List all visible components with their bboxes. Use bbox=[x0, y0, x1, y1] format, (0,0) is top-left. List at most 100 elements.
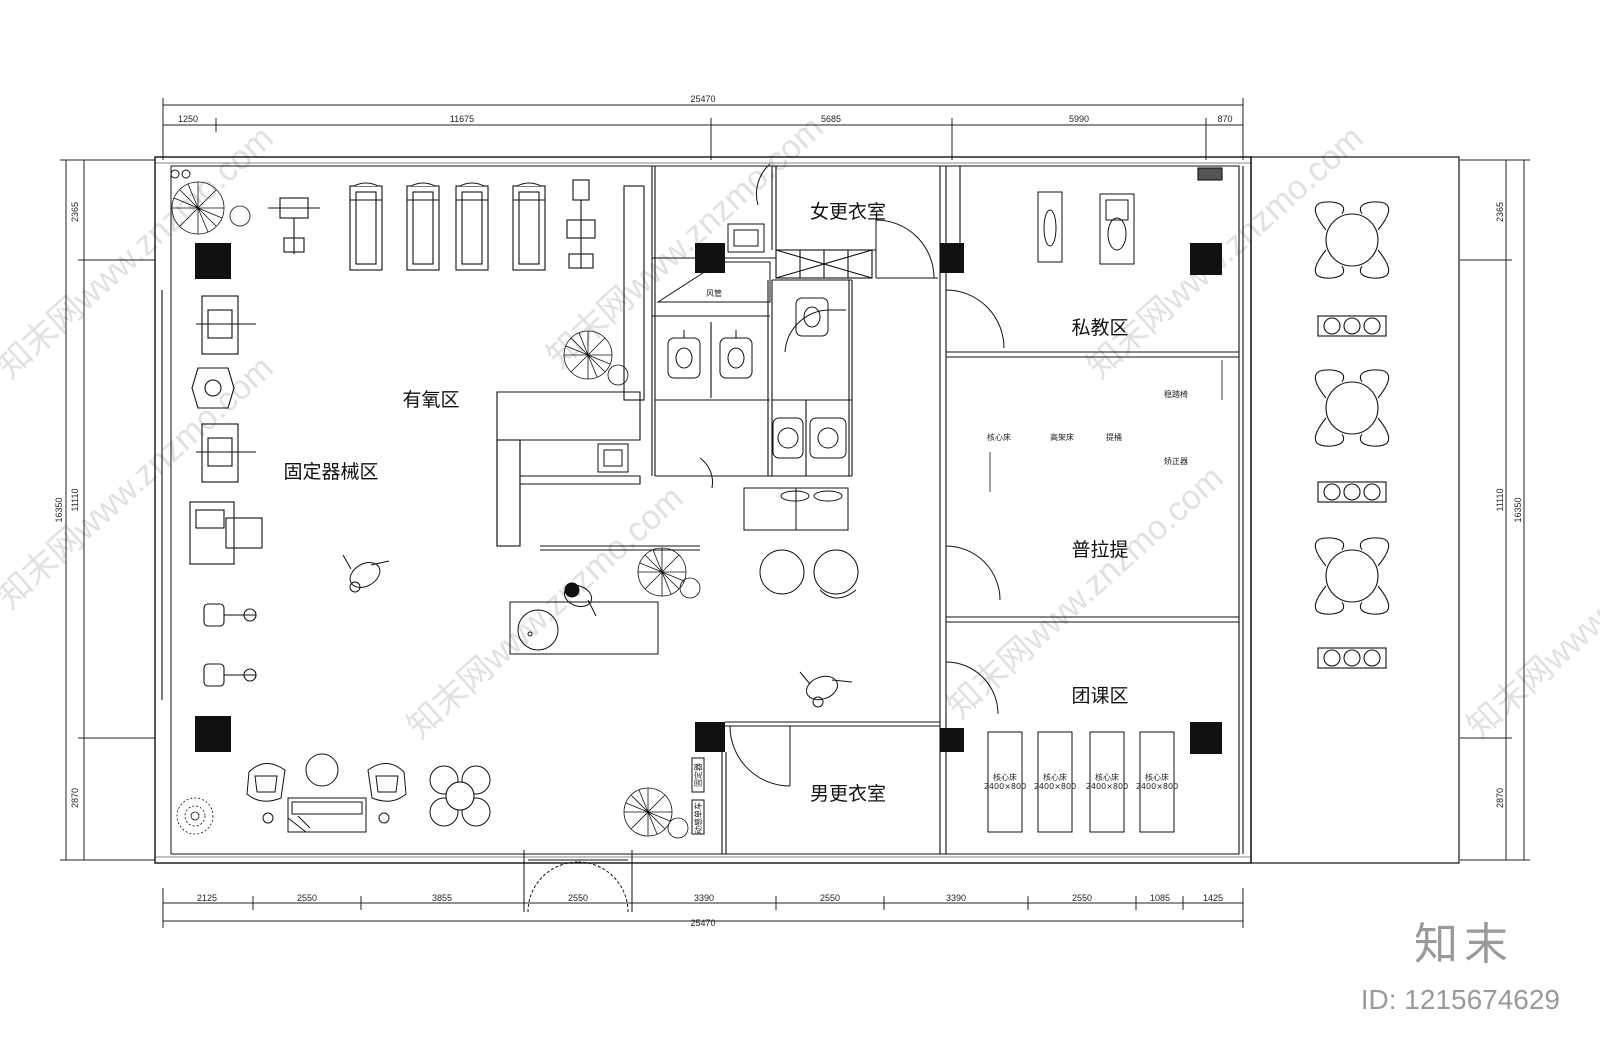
image-id-text: ID: 1215674629 bbox=[1360, 984, 1560, 1015]
door-swings bbox=[699, 163, 1005, 787]
dim-left-1: 2365 bbox=[70, 202, 80, 222]
right-dimensions bbox=[1460, 159, 1530, 861]
table-set-icon bbox=[1314, 201, 1390, 279]
mat-label: 核心床 bbox=[1095, 772, 1119, 782]
plant-icon bbox=[667, 817, 689, 839]
label-reformer: 矫正器 bbox=[1164, 456, 1188, 466]
gym-machine-icon bbox=[566, 179, 596, 269]
mat-icon bbox=[1089, 731, 1125, 833]
room-label-female-locker: 女更衣室 bbox=[810, 201, 886, 223]
dim-top-3: 5685 bbox=[821, 114, 841, 124]
dim-overall-bottom: 25470 bbox=[690, 918, 715, 928]
plant-icon bbox=[679, 577, 701, 599]
mat-icon bbox=[1037, 731, 1073, 833]
mat-label: 核心床 bbox=[1043, 772, 1067, 782]
entrance-door bbox=[523, 850, 633, 913]
table-set-icon bbox=[1314, 369, 1390, 447]
mat-size: 2400×800 bbox=[1136, 782, 1178, 791]
people bbox=[342, 554, 853, 708]
interior-walls bbox=[161, 166, 1244, 854]
label-barrel: 提桶 bbox=[1106, 432, 1122, 442]
structural-columns bbox=[195, 243, 1222, 754]
watermark: 知末网www.znzmo.com bbox=[400, 479, 691, 746]
room-label-private-training: 私教区 bbox=[1071, 317, 1128, 339]
label-core-bed: 核心床 bbox=[987, 432, 1011, 442]
dim-left-3: 2870 bbox=[70, 788, 80, 808]
watermark: 知末网www.znzmo.com bbox=[1080, 119, 1371, 386]
sofa-icon bbox=[287, 797, 367, 833]
dim-bottom-7: 3390 bbox=[946, 893, 966, 903]
locker-bench bbox=[691, 757, 705, 835]
dim-bottom-10: 1425 bbox=[1203, 893, 1223, 903]
plant-icon bbox=[623, 787, 673, 837]
gym-machine-icon bbox=[268, 197, 320, 254]
treadmills bbox=[349, 182, 546, 271]
toilet-icon bbox=[795, 297, 829, 337]
dim-right-3: 2870 bbox=[1495, 788, 1505, 808]
duct-icon bbox=[656, 261, 771, 303]
shrub-icon bbox=[176, 797, 214, 835]
round-table-icon bbox=[759, 549, 805, 595]
stool-icon bbox=[517, 609, 559, 651]
gym-machine-icon bbox=[196, 295, 256, 355]
dim-top-4: 5990 bbox=[1069, 114, 1089, 124]
dim-bottom-6: 2550 bbox=[820, 893, 840, 903]
plant-icon bbox=[171, 181, 225, 235]
armchair-icon bbox=[367, 763, 407, 802]
bench-icon bbox=[1037, 191, 1063, 263]
room-label-cardio: 有氧区 bbox=[402, 389, 459, 411]
dim-bottom-8: 2550 bbox=[1072, 893, 1092, 903]
top-dimensions bbox=[162, 98, 1244, 160]
planter-icon bbox=[1317, 481, 1387, 503]
mat-icon bbox=[987, 731, 1023, 833]
dim-top-2: 11675 bbox=[450, 114, 474, 124]
person-icon bbox=[563, 582, 597, 617]
mat-icon bbox=[1139, 731, 1175, 833]
watermark: 知末网www.znzmo.com bbox=[0, 349, 281, 616]
dim-bottom-3: 3855 bbox=[432, 893, 452, 903]
dim-right-total: 16350 bbox=[1513, 497, 1523, 522]
brand-logo: 知末 bbox=[1414, 919, 1514, 970]
lounge-set bbox=[246, 753, 491, 833]
pilates-equipment bbox=[989, 360, 1223, 492]
toilet-icon bbox=[719, 330, 753, 379]
watermark: 知末网www.znzmo.com bbox=[540, 109, 831, 376]
plant-icon bbox=[229, 205, 251, 227]
mat-size: 2400×800 bbox=[1034, 782, 1076, 791]
treadmill-icon bbox=[406, 182, 440, 271]
dim-overall-top: 25470 bbox=[690, 94, 715, 104]
strength-machines bbox=[189, 179, 596, 687]
round-table-icon bbox=[813, 549, 859, 595]
mat-size: 2400×800 bbox=[1086, 782, 1128, 791]
treadmill-icon bbox=[455, 182, 489, 271]
mat-size: 2400×800 bbox=[984, 782, 1026, 791]
room-label-group-class: 团课区 bbox=[1071, 685, 1128, 707]
stool-icon bbox=[378, 812, 390, 824]
stationary-bike-icon bbox=[203, 663, 257, 687]
bench-icon bbox=[1099, 193, 1135, 265]
gym-machine-icon bbox=[196, 423, 256, 483]
mat-label: 核心床 bbox=[993, 772, 1017, 782]
dim-top-5: 870 bbox=[1217, 114, 1232, 124]
watermark-layer: 知末网www.znzmo.com 知末网www.znzmo.com 知末网www… bbox=[0, 109, 1600, 746]
sink-icon bbox=[597, 443, 629, 473]
room-label-pilates: 普拉提 bbox=[1071, 539, 1128, 561]
label-wall-a: 固定器 bbox=[693, 763, 703, 787]
corner-markers bbox=[170, 169, 191, 179]
dim-left-2: 11110 bbox=[70, 488, 80, 511]
sink-icon bbox=[809, 417, 847, 459]
side-table-icon bbox=[305, 753, 339, 787]
treadmill-icon bbox=[512, 182, 546, 271]
stationary-bike-icon bbox=[203, 603, 257, 627]
group-class-mats bbox=[987, 731, 1175, 833]
dim-bottom-4: 2550 bbox=[568, 893, 588, 903]
gym-machine-icon bbox=[189, 501, 263, 565]
label-duct: 风管 bbox=[706, 288, 722, 298]
plant-icon bbox=[607, 364, 629, 386]
terrace-furniture bbox=[1314, 201, 1390, 669]
label-wall-b: 动感单车 bbox=[693, 802, 703, 834]
mat-label: 核心床 bbox=[1145, 772, 1169, 782]
label-cadillac: 高架床 bbox=[1050, 432, 1074, 442]
dim-bottom-5: 3390 bbox=[694, 893, 714, 903]
